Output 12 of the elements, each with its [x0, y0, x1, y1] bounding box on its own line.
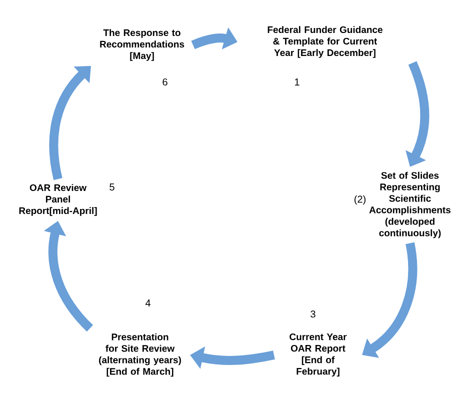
step-number: 4 — [145, 300, 150, 306]
step-number: (2) — [354, 195, 366, 205]
step-number: 6 — [162, 78, 168, 86]
step-label: OAR Review Panel Report[mid-April] — [19, 184, 97, 216]
step-label: Set of Slides Representing Scientific Accomplishments (developed continuously) — [369, 172, 451, 238]
step-label: Current Year OAR Report [End of February] — [290, 333, 347, 377]
step-label: Federal Funder Guidance & Template for Current Year [Early December] — [268, 26, 382, 58]
step-number: 3 — [310, 310, 316, 318]
step-label: The Response to Recommendations [May] — [100, 29, 184, 61]
step-label: Presentation for Site Review (alternating years) [End of March] — [99, 333, 181, 377]
step-number: 5 — [110, 184, 114, 190]
step-number: 1 — [295, 78, 300, 86]
